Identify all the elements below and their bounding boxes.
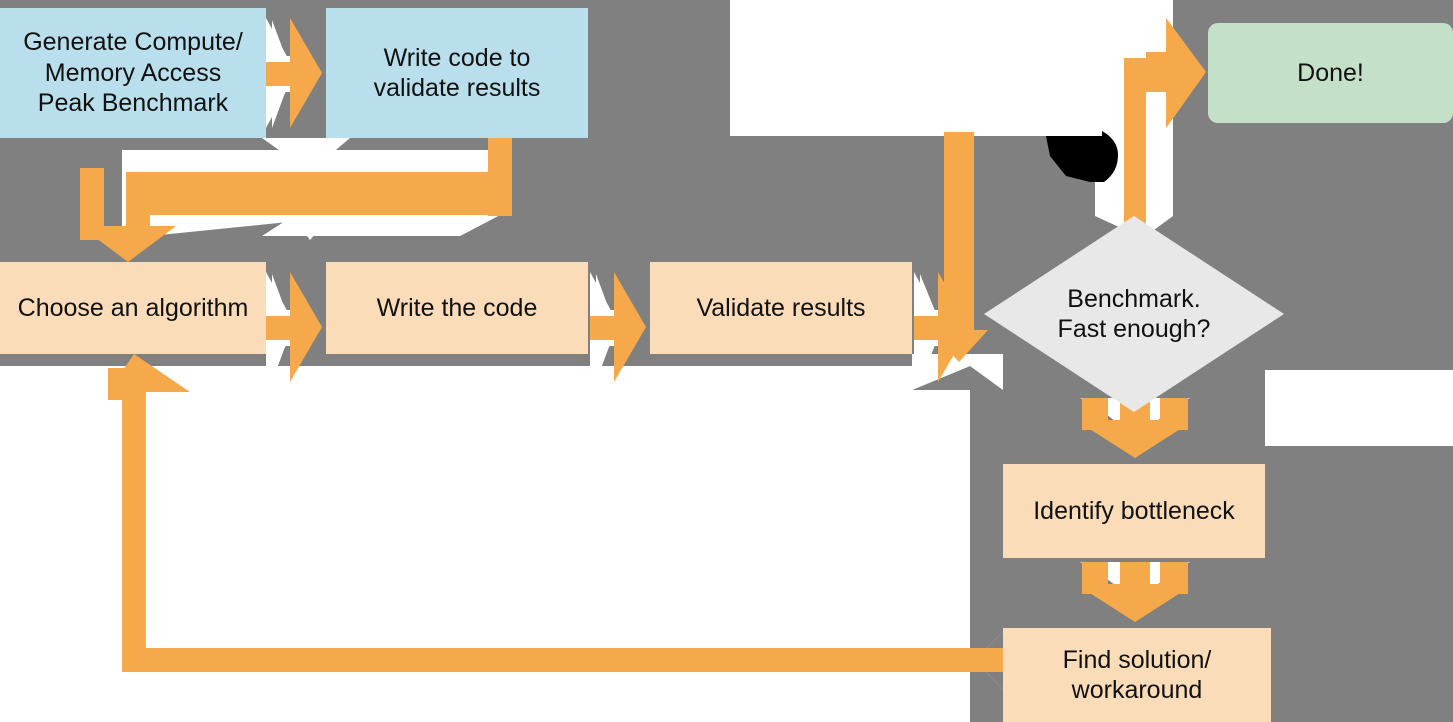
node-validate-results[interactable]: Validate results (650, 262, 912, 354)
arrow-wing-8 (1082, 562, 1188, 594)
arrow-up-stem-6 (1124, 60, 1146, 238)
edge-generate-to-write-validation (266, 18, 322, 128)
gray-right-column-upper (970, 366, 1003, 600)
arrow-body-1 (266, 18, 322, 128)
node-choose-algorithm[interactable]: Choose an algorithm (0, 262, 266, 354)
arrow-body-3 (266, 272, 322, 382)
node-benchmark-decision-label: Benchmark. Fast enough? (1057, 284, 1211, 344)
arrow-body-4 (590, 272, 646, 382)
arrow-uturn-path (126, 138, 512, 215)
node-validate-results-label: Validate results (696, 293, 866, 322)
node-choose-algorithm-label: Choose an algorithm (17, 293, 249, 322)
edge-validation-to-choose (80, 138, 512, 262)
gray-right-column (912, 366, 1003, 722)
white-halo-uturn-peak (262, 138, 350, 172)
arrow-uturn-left-bar (80, 168, 104, 232)
edge-validate-to-benchmark (914, 132, 988, 382)
arrow-vertical-stem-5 (944, 132, 974, 342)
node-find-solution[interactable]: Find solution/ workaround (1003, 628, 1271, 722)
arrow-uturn-head (80, 226, 176, 262)
arrow-head-7 (1082, 424, 1188, 458)
node-done-label: Done! (1297, 58, 1364, 87)
white-notch-validate-2 (912, 354, 1003, 390)
node-generate-benchmark[interactable]: Generate Compute/ Memory Access Peak Ben… (0, 8, 266, 138)
white-area-top-right (730, 0, 1173, 136)
edge-choose-to-write (266, 272, 322, 382)
gray-right-strip-top (1265, 320, 1453, 370)
node-done[interactable]: Done! (1208, 23, 1453, 123)
benchmark-decision-diamond (984, 216, 1284, 412)
arrow-body-5 (914, 272, 970, 382)
node-generate-benchmark-label: Generate Compute/ Memory Access Peak Ben… (23, 28, 243, 118)
edge-bottleneck-to-solution (1080, 562, 1190, 622)
node-write-validation-code[interactable]: Write code to validate results (326, 8, 588, 138)
edge-benchmark-to-done (1124, 18, 1206, 238)
black-blob-marker (1046, 131, 1118, 182)
arrow-head-6b (1146, 18, 1206, 128)
white-halo-uturn-dip (262, 205, 350, 236)
node-write-the-code[interactable]: Write the code (326, 262, 588, 354)
node-write-validation-code-label: Write code to validate results (373, 43, 541, 103)
edge-write-to-validate (590, 272, 646, 382)
arrow-wing-7 (1082, 398, 1188, 430)
arrow-feedback-vertical (122, 376, 146, 672)
arrow-head-8 (1082, 588, 1188, 622)
arrow-feedback-horizontal (122, 648, 1012, 672)
arrow-uturn-horizontal (126, 172, 512, 196)
node-write-the-code-label: Write the code (376, 293, 538, 322)
node-find-solution-label: Find solution/ workaround (1062, 645, 1212, 705)
arrow-feedback-head-base (108, 368, 146, 400)
arrow-vertical-head-5 (930, 330, 988, 362)
node-benchmark-decision[interactable]: Benchmark. Fast enough? (1024, 264, 1244, 364)
node-identify-bottleneck-label: Identify bottleneck (1033, 496, 1235, 525)
edge-solution-to-choose (108, 354, 1012, 672)
node-identify-bottleneck[interactable]: Identify bottleneck (1003, 464, 1265, 558)
